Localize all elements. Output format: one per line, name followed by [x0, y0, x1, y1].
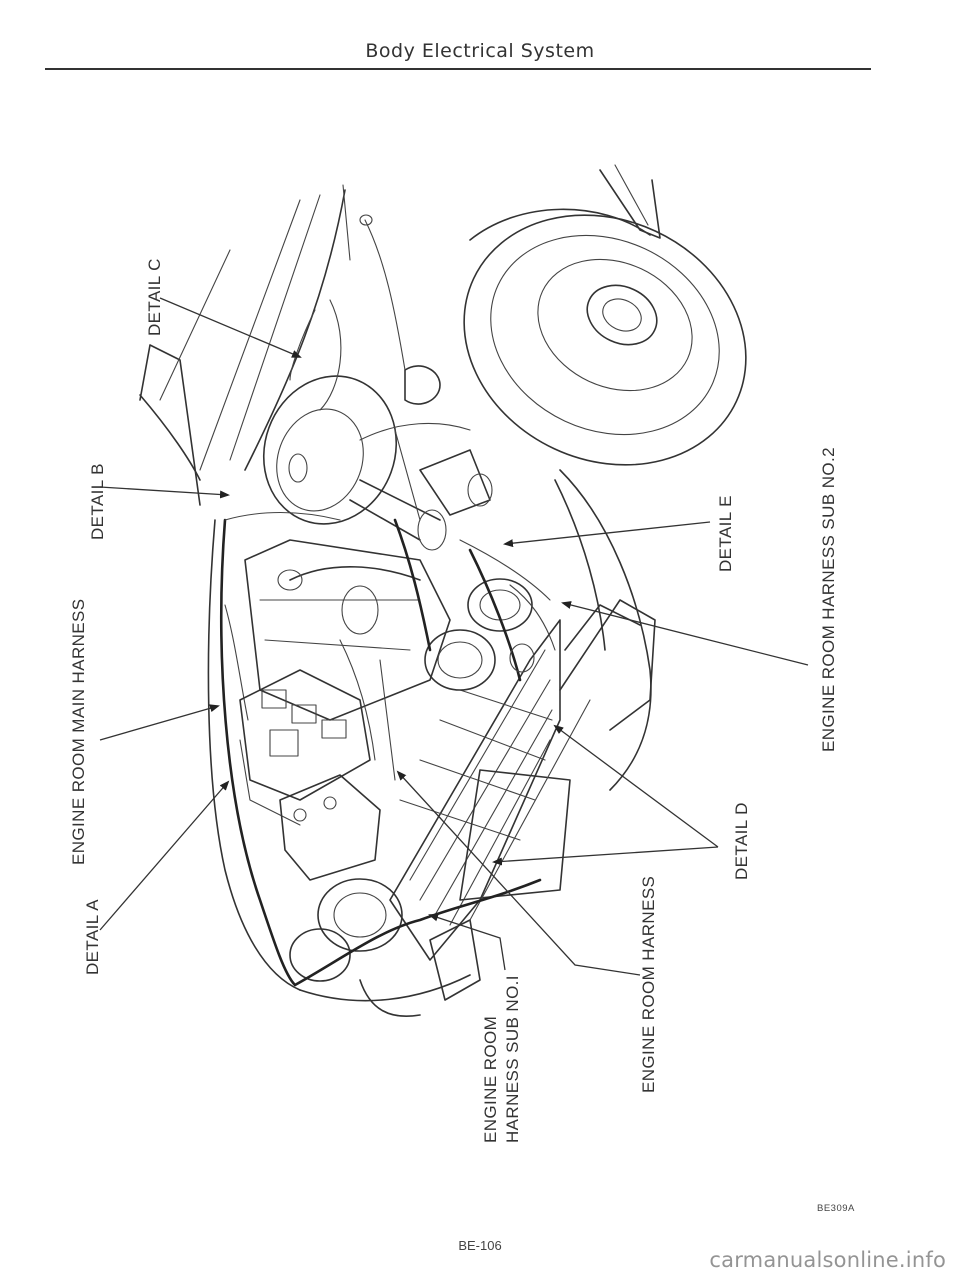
leader-detail-e [503, 521, 711, 548]
leader-lines [99, 297, 809, 976]
engine-block [224, 539, 451, 721]
label-detail-d: DETAIL D [732, 802, 751, 880]
leader-detail-a-1 [99, 780, 230, 931]
front-bumper [359, 599, 656, 1017]
leader-detail-d-1 [553, 724, 719, 848]
leader-detail-d-2 [492, 846, 719, 866]
label-detail-b: DETAIL B [88, 463, 107, 540]
label-detail-e: DETAIL E [716, 495, 735, 572]
page-title: Body Electrical System [365, 40, 595, 62]
air-cleaner [262, 375, 447, 551]
label-detail-a: DETAIL A [83, 899, 102, 975]
label-sub-no2: ENGINE ROOM HARNESS SUB NO.2 [819, 447, 838, 752]
wiring-harness [220, 214, 556, 987]
leader-sub-no1 [428, 913, 506, 971]
wheel [463, 214, 747, 466]
grille-headlamps [289, 578, 561, 982]
figure-code: BE309A [817, 1203, 855, 1214]
header-rule [45, 68, 871, 70]
relay-box [239, 669, 371, 826]
wheel-arch [469, 208, 652, 791]
label-main-harness: ENGINE ROOM MAIN HARNESS [69, 598, 88, 865]
leader-detail-b [99, 486, 230, 499]
label-detail-c: DETAIL C [145, 258, 164, 336]
leader-detail-c [159, 297, 302, 358]
label-sub-no1-line2: HARNESS SUB NO.I [503, 975, 522, 1143]
footer-site-watermark: carmanualsonline.info [709, 1248, 946, 1272]
label-harness: ENGINE ROOM HARNESS [639, 876, 658, 1093]
leader-sub-no2 [561, 601, 809, 666]
leader-harness [396, 770, 641, 976]
label-sub-no1-line1: ENGINE ROOM [481, 1016, 500, 1143]
page-number: BE-106 [458, 1238, 502, 1253]
car-body-outline [139, 164, 661, 1002]
leader-main-harness [99, 704, 220, 741]
battery [279, 774, 381, 881]
